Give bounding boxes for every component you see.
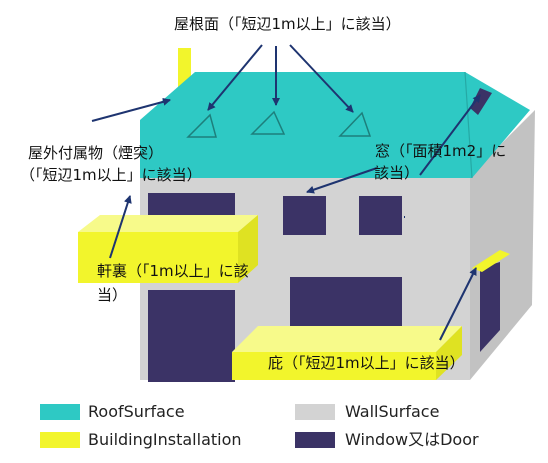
dormer-3 <box>338 111 372 137</box>
arrow-roof-3 <box>289 44 354 113</box>
label-chimney-line2: （「短辺1m以上」に該当） <box>20 166 202 184</box>
roof <box>140 72 530 178</box>
label-eaves-line2: 当） <box>97 286 128 304</box>
legend-label-wall: WallSurface <box>345 402 440 421</box>
label-canopy: 庇（「短辺1m以上」に該当） <box>268 354 465 372</box>
window-upper-right <box>359 196 402 235</box>
arrow-chimney <box>91 97 171 122</box>
legend-swatch-roof <box>40 404 80 420</box>
eaves-box-top <box>78 215 258 232</box>
legend-swatch-wall <box>295 404 335 420</box>
roof-window <box>470 88 492 115</box>
canopy-box-front <box>232 352 436 380</box>
eaves-box-side <box>238 215 258 283</box>
canopy-box-side <box>436 326 462 380</box>
side-door-canopy <box>472 250 510 272</box>
roof-ridge-edge <box>464 71 473 179</box>
label-roof-surface: 屋根面（「短辺1m以上」に該当） <box>174 15 401 33</box>
legend-label-window: Window又はDoor <box>345 430 479 449</box>
window-upper-mid <box>283 196 326 235</box>
dormer-1 <box>186 113 217 138</box>
legend-label-installation: BuildingInstallation <box>88 430 242 449</box>
legend-swatch-installation <box>40 432 80 448</box>
label-window-line1: 窓（「面積1m2」に <box>375 142 507 160</box>
arrow-window-1 <box>306 167 378 194</box>
label-window-line2: 該当） <box>374 164 420 182</box>
window-lower-left <box>148 290 235 382</box>
arrow-canopy <box>439 267 477 341</box>
arrow-window-3 <box>419 94 481 176</box>
legend-label-roof: RoofSurface <box>88 402 185 421</box>
canopy-box-top <box>232 326 462 352</box>
legend-swatch-window <box>295 432 335 448</box>
label-chimney-line1: 屋外付属物（煙突） <box>28 144 164 162</box>
eaves-box-front <box>78 232 238 283</box>
dormer-2 <box>250 110 286 135</box>
annotation-arrows <box>91 44 481 341</box>
side-door <box>480 262 500 352</box>
arrow-eaves <box>109 195 132 259</box>
arrow-roof-1 <box>207 44 263 111</box>
label-eaves-line1: 軒裏（「1m以上」に該 <box>97 262 249 280</box>
